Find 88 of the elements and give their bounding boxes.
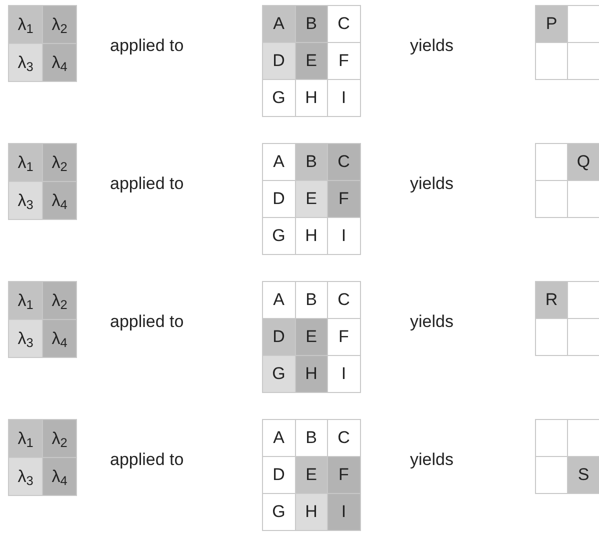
- grid-cell: λ$_{3}$: [9, 44, 42, 81]
- grid-cell: P: [536, 6, 567, 42]
- grid-cell: B: [296, 144, 327, 180]
- grid-cell: G: [263, 356, 294, 392]
- grid-cell: G: [263, 80, 294, 116]
- grid-box: [8, 5, 77, 82]
- grid-cell: λ$_{4}$: [43, 320, 76, 357]
- grid-box: [535, 143, 599, 218]
- operation-label: applied to: [110, 311, 184, 333]
- operation-label: applied to: [110, 35, 184, 57]
- grid-cell: H: [296, 80, 327, 116]
- grid-cell: C: [328, 144, 360, 180]
- grid-cell: E: [296, 43, 327, 79]
- grid-cell: C: [328, 6, 360, 42]
- grid-box: [262, 281, 360, 393]
- grid-cell: I: [328, 356, 360, 392]
- grid-cell: R: [536, 282, 567, 318]
- grid-cell: B: [296, 282, 327, 318]
- grid-cell: λ$_{2}$: [43, 6, 76, 43]
- grid-box: [535, 281, 599, 356]
- grid-cell: [536, 181, 567, 217]
- grid-cell: λ$_{3}$: [9, 458, 42, 495]
- grid-cell: [568, 420, 599, 456]
- grid-cell: I: [328, 218, 360, 254]
- operation-label: yields: [410, 449, 454, 471]
- grid-cell: [536, 457, 567, 493]
- grid-cell: Q: [568, 144, 599, 180]
- grid-cell: G: [263, 218, 294, 254]
- grid-cell: λ$_{3}$: [9, 182, 42, 219]
- grid-cell: λ$_{1}$: [9, 6, 42, 43]
- grid-cell: G: [263, 494, 294, 530]
- grid-cell: D: [263, 319, 294, 355]
- grid-cell: λ$_{1}$: [9, 144, 42, 181]
- grid-cell: [568, 43, 599, 79]
- grid-box: [262, 143, 360, 255]
- grid-cell: A: [263, 144, 294, 180]
- grid-cell: C: [328, 282, 360, 318]
- grid-cell: B: [296, 6, 327, 42]
- grid-cell: [568, 6, 599, 42]
- grid-cell: λ$_{2}$: [43, 420, 76, 457]
- grid-cell: H: [296, 356, 327, 392]
- operation-label: yields: [410, 311, 454, 333]
- grid-cell: E: [296, 319, 327, 355]
- grid-cell: D: [263, 43, 294, 79]
- grid-cell: E: [296, 181, 327, 217]
- grid-cell: F: [328, 181, 360, 217]
- grid-cell: [536, 43, 567, 79]
- grid-cell: H: [296, 218, 327, 254]
- grid-cell: λ$_{2}$: [43, 144, 76, 181]
- grid-box: [535, 5, 599, 80]
- grid-cell: C: [328, 420, 360, 456]
- grid-cell: F: [328, 457, 360, 493]
- grid-box: [8, 281, 77, 358]
- grid-cell: F: [328, 319, 360, 355]
- grid-cell: λ$_{4}$: [43, 182, 76, 219]
- grid-cell: λ$_{1}$: [9, 282, 42, 319]
- operation-label: applied to: [110, 173, 184, 195]
- grid-cell: λ$_{4}$: [43, 44, 76, 81]
- operation-label: applied to: [110, 449, 184, 471]
- grid-box: [8, 143, 77, 220]
- grid-cell: [568, 282, 599, 318]
- grid-box: [8, 419, 77, 496]
- grid-cell: λ$_{3}$: [9, 320, 42, 357]
- grid-cell: S: [568, 457, 599, 493]
- grid-cell: [536, 319, 567, 355]
- grid-cell: [536, 420, 567, 456]
- grid-cell: [536, 144, 567, 180]
- operation-label: yields: [410, 35, 454, 57]
- grid-box: [262, 5, 360, 117]
- grid-cell: A: [263, 282, 294, 318]
- operation-label: yields: [410, 173, 454, 195]
- grid-cell: I: [328, 494, 360, 530]
- grid-cell: A: [263, 420, 294, 456]
- grid-cell: B: [296, 420, 327, 456]
- grid-cell: [568, 319, 599, 355]
- grid-cell: D: [263, 181, 294, 217]
- grid-cell: A: [263, 6, 294, 42]
- grid-cell: I: [328, 80, 360, 116]
- grid-cell: D: [263, 457, 294, 493]
- grid-cell: F: [328, 43, 360, 79]
- grid-cell: λ$_{1}$: [9, 420, 42, 457]
- grid-cell: λ$_{4}$: [43, 458, 76, 495]
- grid-cell: λ$_{2}$: [43, 282, 76, 319]
- grid-box: [535, 419, 599, 494]
- grid-cell: [568, 181, 599, 217]
- grid-box: [262, 419, 360, 531]
- grid-cell: E: [296, 457, 327, 493]
- grid-cell: H: [296, 494, 327, 530]
